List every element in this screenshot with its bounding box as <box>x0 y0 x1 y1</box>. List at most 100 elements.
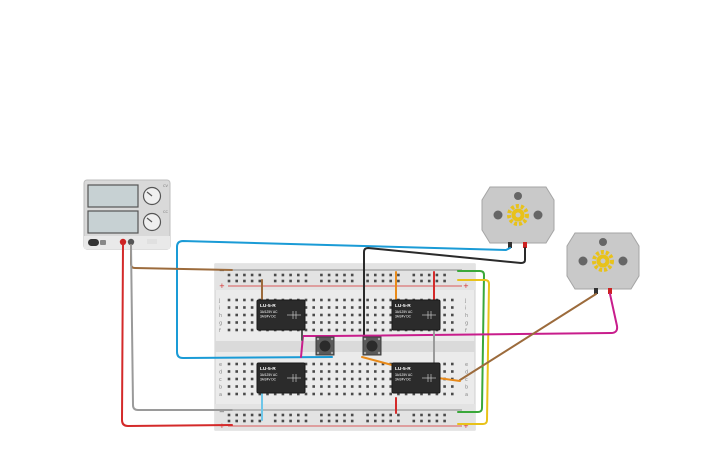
breadboard-hole[interactable] <box>250 370 254 373</box>
breadboard-hole[interactable] <box>358 385 362 388</box>
breadboard-hole[interactable] <box>335 385 339 388</box>
breadboard-hole[interactable] <box>335 321 339 324</box>
breadboard-hole[interactable] <box>327 298 331 302</box>
rail-hole[interactable] <box>258 279 262 283</box>
rail-hole[interactable] <box>250 279 254 283</box>
breadboard-hole[interactable] <box>366 377 369 381</box>
rail-hole[interactable] <box>235 413 238 417</box>
rail-hole[interactable] <box>435 413 439 417</box>
breadboard-hole[interactable] <box>312 313 315 317</box>
breadboard-hole[interactable] <box>374 321 377 324</box>
rail-hole[interactable] <box>412 413 416 417</box>
rail-hole[interactable] <box>227 419 231 423</box>
breadboard-hole[interactable] <box>350 298 354 302</box>
breadboard-hole[interactable] <box>227 362 231 366</box>
breadboard-hole[interactable] <box>427 392 431 396</box>
breadboard-hole[interactable] <box>374 306 377 309</box>
dc-motor-1[interactable] <box>481 186 555 248</box>
breadboard-hole[interactable] <box>235 370 238 373</box>
rail-hole[interactable] <box>320 279 323 283</box>
breadboard-hole[interactable] <box>320 370 323 373</box>
breadboard-hole[interactable] <box>327 362 331 366</box>
breadboard-hole[interactable] <box>320 377 323 381</box>
rail-hole[interactable] <box>281 413 285 417</box>
rail-hole[interactable] <box>297 279 300 283</box>
breadboard-hole[interactable] <box>397 392 400 396</box>
rail-hole[interactable] <box>227 273 231 277</box>
breadboard-hole[interactable] <box>350 328 354 332</box>
rail-hole[interactable] <box>350 273 354 277</box>
breadboard-hole[interactable] <box>412 392 416 396</box>
breadboard-hole[interactable] <box>235 328 238 332</box>
rail-hole[interactable] <box>374 279 377 283</box>
rail-hole[interactable] <box>273 279 277 283</box>
rail-hole[interactable] <box>435 279 439 283</box>
breadboard-hole[interactable] <box>443 392 446 396</box>
rail-hole[interactable] <box>381 419 385 423</box>
rail-hole[interactable] <box>243 273 246 277</box>
rail-hole[interactable] <box>443 413 446 417</box>
breadboard-hole[interactable] <box>312 328 315 332</box>
rail-hole[interactable] <box>381 413 385 417</box>
rail-hole[interactable] <box>389 413 392 417</box>
breadboard-hole[interactable] <box>304 377 308 381</box>
rail-hole[interactable] <box>397 419 400 423</box>
rail-hole[interactable] <box>420 413 423 417</box>
breadboard-hole[interactable] <box>327 392 331 396</box>
rail-hole[interactable] <box>258 273 262 277</box>
breadboard-hole[interactable] <box>235 362 238 366</box>
breadboard-hole[interactable] <box>235 321 238 324</box>
breadboard-hole[interactable] <box>235 377 238 381</box>
breadboard-hole[interactable] <box>250 298 254 302</box>
rail-hole[interactable] <box>304 279 308 283</box>
breadboard-hole[interactable] <box>312 392 315 396</box>
breadboard-hole[interactable] <box>227 298 231 302</box>
wire-black[interactable] <box>363 247 526 349</box>
breadboard-hole[interactable] <box>343 298 346 302</box>
rail-hole[interactable] <box>381 279 385 283</box>
breadboard-hole[interactable] <box>250 321 254 324</box>
breadboard-hole[interactable] <box>366 392 369 396</box>
breadboard-hole[interactable] <box>389 328 392 332</box>
breadboard-hole[interactable] <box>389 385 392 388</box>
breadboard-hole[interactable] <box>350 385 354 388</box>
breadboard-hole[interactable] <box>381 362 385 366</box>
breadboard-hole[interactable] <box>358 370 362 373</box>
breadboard-hole[interactable] <box>320 298 323 302</box>
rail-hole[interactable] <box>443 419 446 423</box>
breadboard-hole[interactable] <box>389 377 392 381</box>
breadboard-hole[interactable] <box>366 313 369 317</box>
breadboard-hole[interactable] <box>381 321 385 324</box>
breadboard-hole[interactable] <box>312 377 315 381</box>
breadboard-hole[interactable] <box>335 370 339 373</box>
breadboard-hole[interactable] <box>312 385 315 388</box>
breadboard-hole[interactable] <box>250 362 254 366</box>
breadboard-hole[interactable] <box>250 306 254 309</box>
breadboard-hole[interactable] <box>443 370 446 373</box>
breadboard-hole[interactable] <box>243 377 246 381</box>
rail-hole[interactable] <box>243 279 246 283</box>
breadboard-hole[interactable] <box>243 321 246 324</box>
breadboard-hole[interactable] <box>374 377 377 381</box>
breadboard-hole[interactable] <box>312 362 315 366</box>
breadboard-hole[interactable] <box>366 328 369 332</box>
rail-hole[interactable] <box>327 419 331 423</box>
rail-hole[interactable] <box>320 419 323 423</box>
breadboard-hole[interactable] <box>343 377 346 381</box>
breadboard-hole[interactable] <box>435 392 439 396</box>
breadboard-hole[interactable] <box>327 328 331 332</box>
breadboard-hole[interactable] <box>266 392 269 396</box>
breadboard-hole[interactable] <box>250 313 254 317</box>
rail-hole[interactable] <box>343 279 346 283</box>
breadboard-hole[interactable] <box>358 321 362 324</box>
rail-hole[interactable] <box>343 273 346 277</box>
breadboard-hole[interactable] <box>358 328 362 332</box>
rail-hole[interactable] <box>250 419 254 423</box>
breadboard-hole[interactable] <box>243 328 246 332</box>
breadboard-hole[interactable] <box>366 362 369 366</box>
rail-hole[interactable] <box>350 279 354 283</box>
rail-hole[interactable] <box>420 273 423 277</box>
